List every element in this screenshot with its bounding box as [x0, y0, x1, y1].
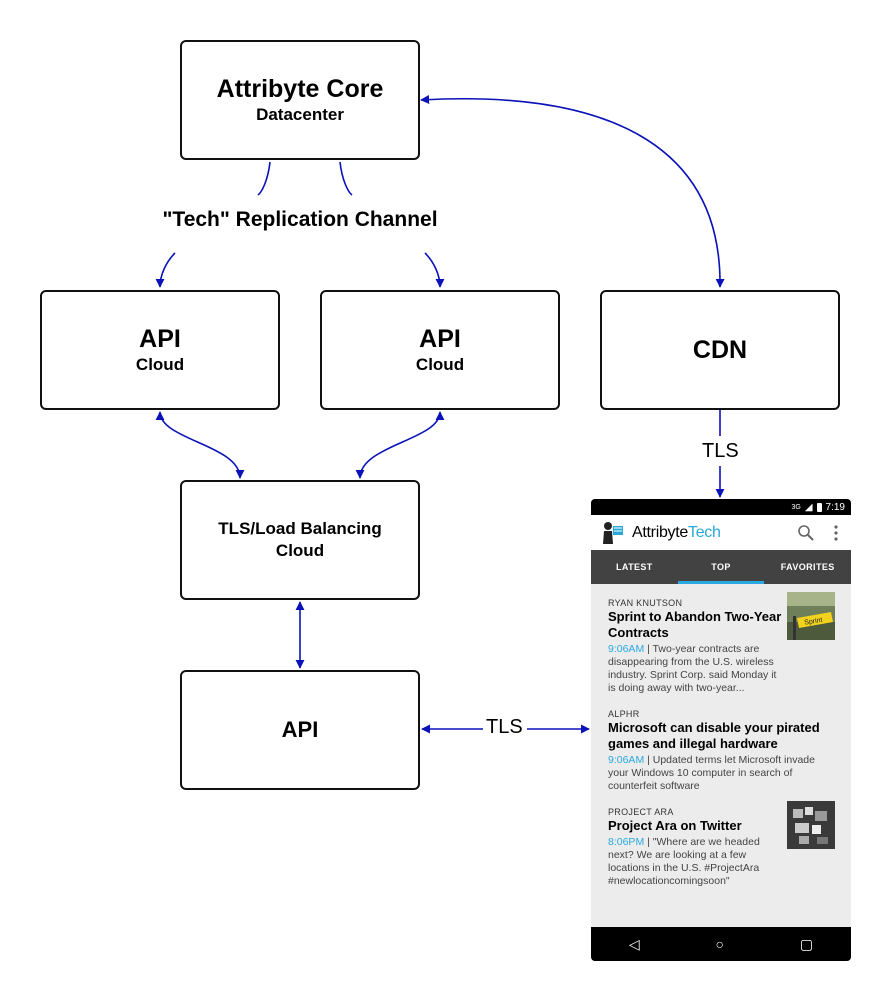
- article-time: 9:06AM: [608, 754, 645, 766]
- signal-icon: 3G: [791, 503, 801, 511]
- article-thumbnail: [787, 801, 835, 849]
- list-item[interactable]: RYAN KNUTSON Sprint to Abandon Two-Year …: [608, 592, 835, 695]
- article-feed: RYAN KNUTSON Sprint to Abandon Two-Year …: [591, 584, 851, 888]
- node-line2: Cloud: [275, 541, 325, 560]
- arrow-replication-right: [424, 252, 445, 288]
- cdn-tls-label: TLS: [700, 440, 741, 463]
- node-cdn: CDN: [600, 290, 840, 410]
- node-title: Attribyte Core: [216, 74, 384, 103]
- article-snippet: 9:06AM | Two-year contracts are disappea…: [608, 643, 786, 695]
- node-subtitle: Cloud: [135, 354, 185, 374]
- list-item[interactable]: ALPHR Microsoft can disable your pirated…: [608, 709, 835, 793]
- node-title: API: [139, 324, 181, 353]
- article-headline: Microsoft can disable your pirated games…: [608, 720, 820, 751]
- recents-icon[interactable]: ▢: [799, 935, 814, 952]
- node-load-balancer: TLS/Load Balancing Cloud: [180, 480, 420, 600]
- thumb-sign-text: Sprint: [804, 617, 823, 627]
- tab-favorites[interactable]: FAVORITES: [780, 562, 835, 572]
- status-time: 7:19: [825, 501, 845, 513]
- api-tls-label: TLS: [484, 716, 525, 739]
- arrow-apicloud-left-lb: [155, 411, 245, 479]
- node-title: CDN: [692, 336, 748, 364]
- node-subtitle: Datacenter: [256, 104, 344, 124]
- system-nav-bar: ◁ ○ ▢: [591, 927, 851, 961]
- app-bar: AttribyteTech: [591, 515, 851, 550]
- node-core: Attribyte Core Datacenter: [180, 40, 420, 160]
- search-icon[interactable]: [795, 522, 817, 544]
- arrow-replication-left: [155, 252, 176, 288]
- app-logo-icon: [601, 520, 627, 546]
- list-item[interactable]: PROJECT ARA Project Ara on Twitter 8:06P…: [608, 801, 835, 888]
- phone-screenshot: 3G ◢ 7:19 AttribyteTech LATEST TOP FAVOR…: [591, 499, 851, 961]
- node-api-cloud-left: API Cloud: [40, 290, 280, 410]
- article-time: 9:06AM: [608, 643, 645, 655]
- article-time: 8:06PM: [608, 836, 645, 848]
- back-icon[interactable]: ◁: [628, 935, 640, 952]
- article-snippet: 8:06PM | "Where are we headed next? We a…: [608, 836, 786, 888]
- arrow-replication-right-top: [339, 161, 353, 196]
- node-api: API: [180, 670, 420, 790]
- arrow-replication-left-top: [257, 161, 271, 196]
- article-headline: Sprint to Abandon Two-Year Contracts: [608, 609, 782, 640]
- brand-part-b: Tech: [688, 523, 721, 541]
- tab-top[interactable]: TOP: [677, 550, 765, 584]
- node-api-cloud-right: API Cloud: [320, 290, 560, 410]
- replication-channel-label: "Tech" Replication Channel: [162, 208, 438, 231]
- article-thumbnail: Sprint: [787, 592, 835, 640]
- article-headline: Project Ara on Twitter: [608, 818, 742, 833]
- tab-latest[interactable]: LATEST: [615, 562, 653, 572]
- battery-icon: [816, 502, 822, 512]
- article-text: | Updated terms let Microsoft invade you…: [608, 754, 815, 792]
- article-snippet: 9:06AM | Updated terms let Microsoft inv…: [608, 754, 835, 793]
- node-title: API: [419, 324, 461, 353]
- node-line1: TLS/Load Balancing: [218, 518, 382, 538]
- article-text: | "Where are we headed next? We are look…: [608, 836, 760, 887]
- node-title: API: [281, 716, 319, 742]
- article-text: | Two-year contracts are disappearing fr…: [608, 643, 777, 694]
- node-subtitle: Cloud: [415, 354, 465, 374]
- arrow-core-cdn: [420, 95, 725, 288]
- app-brand: AttribyteTech: [632, 524, 721, 542]
- article-kicker: PROJECT ARA: [608, 807, 674, 817]
- home-icon[interactable]: ○: [715, 936, 724, 952]
- tab-bar: LATEST TOP FAVORITES: [591, 550, 851, 584]
- signal-bars-icon: ◢: [804, 501, 813, 513]
- arrow-apicloud-right-lb: [355, 411, 445, 479]
- brand-part-a: Attribyte: [632, 523, 688, 541]
- article-kicker: ALPHR: [608, 709, 640, 719]
- overflow-menu-icon[interactable]: [831, 522, 841, 544]
- article-kicker: RYAN KNUTSON: [608, 598, 683, 608]
- status-bar: 3G ◢ 7:19: [591, 499, 851, 515]
